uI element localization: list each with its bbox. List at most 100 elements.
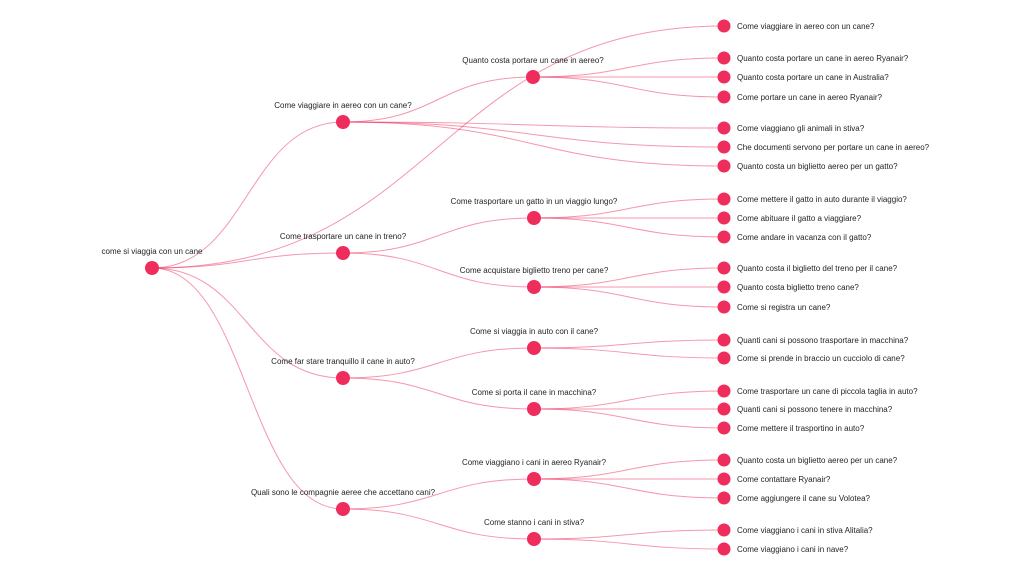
question-node[interactable]: [717, 421, 731, 435]
question-node[interactable]: [717, 542, 731, 556]
question-label: Come viaggiano i cani in nave?: [737, 545, 849, 554]
tree-edge: [342, 478, 535, 510]
question-node[interactable]: [717, 453, 731, 467]
question-label: Come portare un cane in aereo Ryanair?: [737, 93, 883, 102]
tree-edge: [533, 529, 725, 540]
tree-edge: [342, 377, 535, 410]
question-label: Come abituare il gatto a viaggiare?: [737, 214, 862, 223]
tree-edge: [342, 121, 725, 148]
tree-edge: [533, 408, 725, 429]
question-node[interactable]: [717, 70, 731, 84]
tree-edge: [151, 121, 344, 269]
question-label: Quanto costa un biglietto aereo per un c…: [737, 456, 898, 465]
tree-edge: [533, 217, 725, 238]
tree-edge: [342, 121, 725, 129]
question-label: Come acquistare biglietto treno per cane…: [460, 266, 609, 275]
question-node[interactable]: [717, 333, 731, 347]
question-label: Quanto costa portare un cane in aereo Ry…: [737, 54, 909, 63]
question-node[interactable]: [717, 211, 731, 225]
tree-edge: [533, 459, 725, 480]
question-label: Quali sono le compagnie aeree che accett…: [251, 488, 436, 497]
question-node[interactable]: [336, 502, 350, 516]
question-node[interactable]: [717, 261, 731, 275]
question-label: Quanto costa il biglietto del treno per …: [737, 264, 898, 273]
tree-edge: [533, 347, 725, 359]
question-node[interactable]: [527, 402, 541, 416]
question-node[interactable]: [717, 90, 731, 104]
question-label: Come si porta il cane in macchina?: [472, 388, 597, 397]
question-label: Come trasportare un cane di piccola tagl…: [737, 387, 918, 396]
question-label: Come stanno i cani in stiva?: [484, 518, 585, 527]
question-label: Come trasportare un cane in treno?: [280, 232, 407, 241]
tree-edge: [151, 267, 344, 379]
question-node[interactable]: [527, 280, 541, 294]
question-node[interactable]: [717, 280, 731, 294]
question-label: Quanto costa portare un cane in aereo?: [462, 56, 604, 65]
question-label: Come viaggiano i cani in aereo Ryanair?: [462, 458, 607, 467]
question-label: Come contattare Ryanair?: [737, 475, 831, 484]
question-node[interactable]: [527, 472, 541, 486]
question-node[interactable]: [717, 19, 731, 33]
question-node[interactable]: [717, 472, 731, 486]
question-node[interactable]: [717, 121, 731, 135]
question-node[interactable]: [717, 351, 731, 365]
tree-edge: [533, 538, 725, 550]
question-node[interactable]: [717, 300, 731, 314]
question-node[interactable]: [717, 230, 731, 244]
tree-edge: [533, 286, 725, 308]
question-node[interactable]: [526, 70, 540, 84]
tree-edge: [151, 25, 725, 269]
tree-edge: [151, 267, 344, 510]
question-label: Come aggiungere il cane su Volotea?: [737, 494, 871, 503]
question-label: Quanto costa un biglietto aereo per un g…: [737, 162, 898, 171]
tree-edge: [342, 508, 535, 540]
tree-edge: [532, 76, 725, 98]
tree-edge: [533, 478, 725, 499]
question-label: Come viaggiare in aereo con un cane?: [274, 101, 412, 110]
question-node[interactable]: [717, 523, 731, 537]
tree-edge: [533, 198, 725, 219]
question-node[interactable]: [527, 532, 541, 546]
question-label: Quanto costa biglietto treno cane?: [737, 283, 859, 292]
question-label: Come mettere il trasportino in auto?: [737, 424, 865, 433]
tree-edge: [342, 121, 725, 167]
tree-edge: [342, 347, 535, 379]
tree-edge: [533, 390, 725, 410]
question-label: Come viaggiare in aereo con un cane?: [737, 22, 875, 31]
question-node[interactable]: [717, 51, 731, 65]
question-label: Come trasportare un gatto in un viaggio …: [451, 197, 618, 206]
tree-edge: [533, 267, 725, 288]
question-label: Come viaggiano i cani in stiva Alitalia?: [737, 526, 873, 535]
question-label: Quanti cani si possono trasportare in ma…: [737, 336, 909, 345]
question-node[interactable]: [717, 140, 731, 154]
question-label: Come far stare tranquillo il cane in aut…: [271, 357, 415, 366]
question-node[interactable]: [717, 159, 731, 173]
root-node[interactable]: [145, 261, 159, 275]
question-node[interactable]: [336, 115, 350, 129]
tree-edge: [342, 76, 534, 123]
question-node[interactable]: [717, 491, 731, 505]
tree-edge: [533, 339, 725, 349]
question-label: Quanto costa portare un cane in Australi…: [737, 73, 889, 82]
question-label: Come si registra un cane?: [737, 303, 831, 312]
question-node[interactable]: [527, 341, 541, 355]
question-node[interactable]: [336, 246, 350, 260]
question-label: Che documenti servono per portare un can…: [737, 143, 930, 152]
root-label: come si viaggia con un cane: [102, 247, 204, 256]
question-label: Quanti cani si possono tenere in macchin…: [737, 405, 893, 414]
question-node[interactable]: [717, 192, 731, 206]
tree-edge: [532, 57, 725, 78]
tree-edge: [342, 217, 535, 254]
question-node[interactable]: [527, 211, 541, 225]
question-node[interactable]: [336, 371, 350, 385]
question-label: Come mettere il gatto in auto durante il…: [737, 195, 907, 204]
question-label: Come si viaggia in auto con il cane?: [470, 327, 599, 336]
question-node[interactable]: [717, 384, 731, 398]
question-node[interactable]: [717, 402, 731, 416]
question-label: Come si prende in braccio un cucciolo di…: [737, 354, 905, 363]
tree-edge: [151, 252, 344, 269]
question-label: Come andare in vacanza con il gatto?: [737, 233, 872, 242]
tree-edge: [342, 252, 535, 288]
